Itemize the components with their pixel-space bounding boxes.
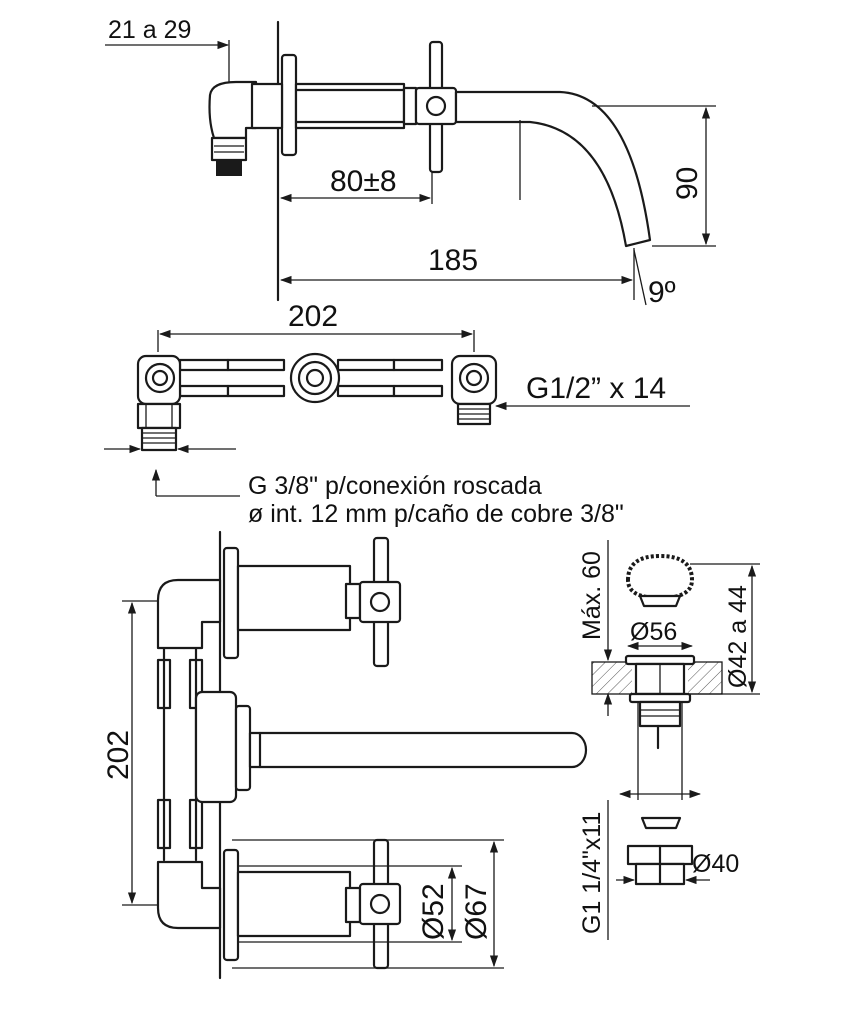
dim-frame-width: 202: [288, 300, 338, 333]
lower-elbow: [156, 860, 222, 930]
drain-gasket: [640, 816, 682, 830]
dim-hole-range: Ø42 a 44: [724, 585, 752, 688]
valve-body: [294, 82, 406, 130]
drain-plug-head: [625, 553, 695, 601]
upper-elbow: [156, 578, 222, 650]
dim-drain-thread: G1 1/4"x11: [578, 812, 606, 934]
front-view: 202 Ø52 Ø67: [102, 530, 588, 980]
frame-view: 202 G1/2” x 14: [104, 300, 690, 528]
inlet-thread: [216, 160, 242, 176]
dim-diameter-large: Ø67: [460, 883, 493, 940]
spout: [454, 90, 652, 248]
dim-thread-range: 21 a 29: [108, 16, 191, 44]
drain-view: Máx. 60 Ø56 Ø42 a 44 G1 1/4"x11 Ø40: [578, 540, 760, 940]
wall-flange: [280, 53, 298, 157]
dim-depth: 80±8: [330, 165, 397, 198]
dim-diameter-small: Ø52: [417, 883, 450, 940]
inlet-connector: [210, 136, 248, 162]
upper-valve-flange: [222, 546, 240, 660]
dim-max-height: Máx. 60: [578, 551, 606, 640]
dim-front-height: 202: [102, 730, 135, 780]
note-copper-pipe: ø int. 12 mm p/caño de cobre 3/8": [248, 500, 624, 528]
side-view: 21 a 29 80±8 185 90 9º: [105, 16, 716, 309]
dim-nut-diameter: Ø40: [692, 850, 739, 878]
dim-spout-angle: 9º: [648, 276, 676, 309]
dim-spout-length: 185: [428, 244, 478, 277]
front-spout: [248, 731, 588, 769]
dim-top-diameter: Ø56: [630, 618, 677, 646]
inlet-elbow: [208, 80, 258, 140]
dim-inlet-thread: G1/2” x 14: [526, 372, 666, 405]
lower-valve-flange: [222, 848, 240, 962]
dim-spout-height: 90: [671, 167, 704, 200]
note-threaded-connection: G 3/8" p/conexión roscada: [248, 472, 542, 500]
